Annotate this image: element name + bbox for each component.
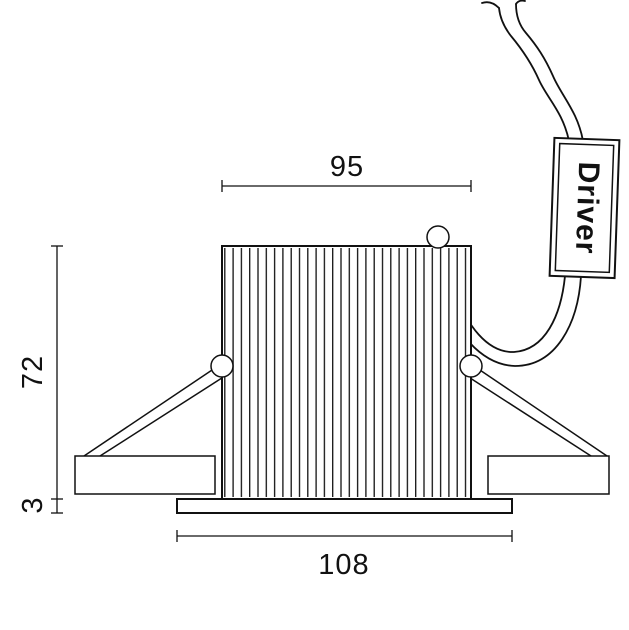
driver-label: Driver	[569, 161, 605, 255]
dim-overall-width-label: 108	[318, 549, 369, 581]
spring-clip-right-arm	[470, 363, 608, 457]
dim-body-width-label: 95	[330, 151, 364, 183]
ceiling-section-right	[487, 455, 610, 495]
mains-cable-strand	[498, 7, 570, 142]
driver: Driver	[548, 136, 621, 280]
cable-grommet	[426, 225, 450, 249]
spring-clip-left	[83, 363, 226, 457]
spring-clip-left-arm	[99, 375, 226, 457]
dimension-flange-thickness: 3	[17, 496, 63, 514]
dimension-body-width: 95	[221, 151, 472, 192]
trim-flange	[176, 498, 513, 514]
spring-clip-right-pivot	[459, 354, 483, 378]
driver-box-inner-border	[554, 142, 615, 274]
spring-clip-left-pivot	[210, 354, 234, 378]
ceiling-section-left	[74, 455, 216, 495]
mains-cable	[481, 0, 584, 142]
spring-clip-right-arm	[466, 375, 592, 457]
fixture-fins	[224, 248, 469, 497]
spring-clip-left-arm	[83, 363, 222, 457]
dim-flange-label: 3	[17, 496, 49, 513]
spring-clip-right	[466, 363, 608, 457]
mains-cable-strand	[515, 3, 584, 142]
mains-wire-end	[481, 1, 500, 9]
driver-box	[548, 136, 621, 280]
mains-wire-end	[515, 0, 526, 5]
dim-height-label: 72	[17, 355, 49, 389]
dimension-height: 72	[17, 245, 63, 500]
dimension-overall-width: 108	[176, 530, 513, 581]
